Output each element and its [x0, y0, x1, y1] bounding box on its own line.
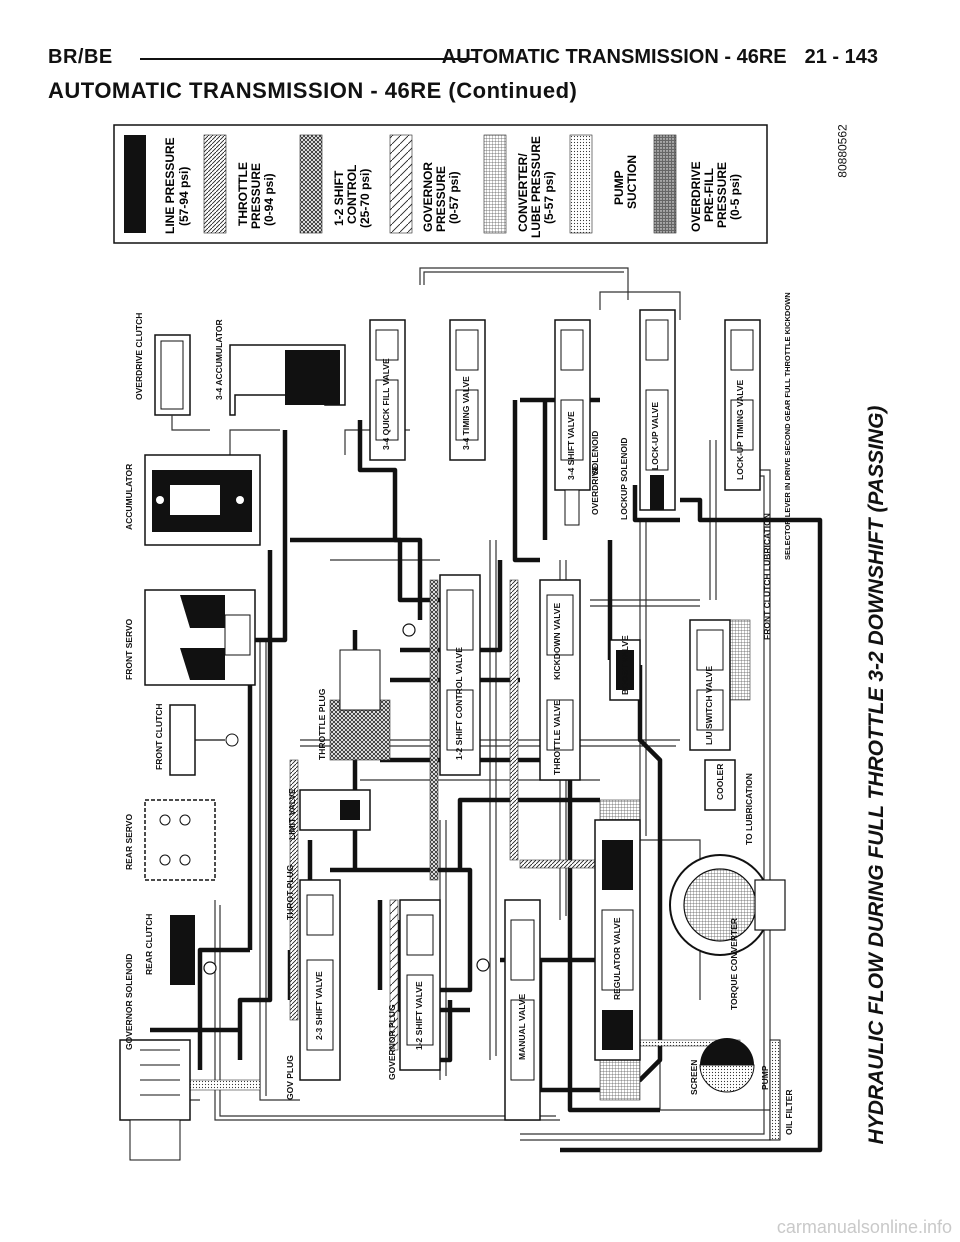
- legend-swatch-dots: [569, 134, 593, 234]
- label-rear-servo: REAR SERVO: [124, 814, 134, 870]
- svg-text:GOVERNOR PRESSURE: GOVERNOR PRESSURE (0-57 psi): [421, 159, 461, 232]
- vehicle-code: BR/BE: [48, 46, 113, 68]
- label-screen: SCREEN: [689, 1060, 699, 1095]
- svg-text:PUMP SUCTION: PUMP SUCTION: [612, 155, 639, 209]
- section-title: AUTOMATIC TRANSMISSION - 46RE: [441, 46, 787, 68]
- overdrive-clutch: [154, 334, 210, 431]
- svg-text:1-2 SHIFT CONTROL: 1-2 SHIFT CONTROL (25-70 psi): [332, 162, 372, 228]
- legend-item-converter: CONVERTER/ LUBE PRESSURE (5-57 psi): [483, 133, 556, 238]
- legend-line1: LINE PRESSURE: [163, 137, 177, 234]
- label-regulator-valve: REGULATOR VALVE: [612, 917, 622, 1000]
- label-switch-valve: L/U SWITCH VALVE: [704, 666, 714, 745]
- front-clutch: [169, 704, 239, 776]
- legend-swatch-solid: [124, 135, 146, 233]
- label-front-clutch: FRONT CLUTCH: [154, 703, 164, 770]
- legend-item-governor: GOVERNOR PRESSURE (0-57 psi): [389, 134, 461, 234]
- shift-valve-12: [399, 899, 441, 1071]
- lu-switch-valve: [689, 619, 731, 751]
- svg-text:LINE PRESSURE (57-94 p: LINE PRESSURE (57-94 psi): [163, 134, 191, 234]
- label-cooler: COOLER: [715, 764, 725, 800]
- shift-control-valve-12: [339, 574, 481, 776]
- label-solenoid: SOLENOID: [590, 431, 600, 475]
- front-servo: [144, 589, 256, 686]
- svg-text:CONVERTER/ LUBE PRESSU: CONVERTER/ LUBE PRESSURE (5-57 psi): [516, 133, 556, 238]
- label-oil-filter: OIL FILTER: [784, 1090, 794, 1136]
- label-lockup-solenoid: LOCKUP SOLENOID: [619, 438, 629, 521]
- lockup-timing-valve: [724, 319, 761, 491]
- figure-caption-wrap: HYDRAULIC FLOW DURING FULL THROTTLE 3-2 …: [855, 355, 899, 1195]
- manual-valve: [504, 899, 541, 1121]
- shift-valve-23: [299, 879, 341, 1081]
- component-labels: OVERDRIVE CLUTCH 3-4 ACCUMULATOR 3-4 QUI…: [124, 292, 794, 1135]
- header-right: AUTOMATIC TRANSMISSION - 46RE 21 - 143: [442, 46, 878, 69]
- label-boost-valve: BOOST VALVE: [620, 635, 630, 695]
- legend-swatch-dense: [653, 134, 677, 234]
- label-governor-solenoid: GOVERNOR SOLENOID: [124, 954, 134, 1050]
- label-quick-fill: 3-4 QUICK FILL VALVE: [381, 358, 391, 450]
- legend: LINE PRESSURE (57-94 psi) THROTTLE PRESS…: [113, 124, 768, 244]
- label-shift-34: 3-4 SHIFT VALVE: [566, 411, 576, 480]
- rear-servo: [144, 799, 216, 881]
- figure-caption: HYDRAULIC FLOW DURING FULL THROTTLE 3-2 …: [865, 405, 888, 1145]
- legend-item-line-pressure: LINE PRESSURE (57-94 psi): [124, 134, 191, 234]
- label-shift-12: 1-2 SHIFT VALVE: [414, 981, 424, 1050]
- circled-markers: [203, 623, 490, 975]
- timing-valve-34: [449, 319, 486, 461]
- label-lockup-valve: LOCK-UP VALVE: [650, 402, 660, 470]
- label-limit-valve: LIMIT VALVE: [287, 788, 297, 840]
- label-throt-plug: THROT PLUG: [285, 864, 295, 920]
- label-kickdown-valve: KICKDOWN VALVE: [552, 603, 562, 680]
- label-manual-valve: MANUAL VALVE: [517, 994, 527, 1060]
- label-control-12: 1-2 SHIFT CONTROL VALVE: [454, 647, 464, 760]
- legend-item-pump-suction: PUMP SUCTION: [569, 134, 639, 234]
- limit-valve: [299, 789, 371, 831]
- legend-item-overdrive-prefill: OVERDRIVE PRE-FILL PRESSURE (0-5 psi): [653, 134, 742, 234]
- pump-oil-filter: [699, 1038, 781, 1141]
- legend-item-throttle: THROTTLE PRESSURE (0-94 psi): [203, 134, 276, 234]
- page-header: BR/BE AUTOMATIC TRANSMISSION - 46RE 21 - …: [48, 40, 878, 76]
- cooler: [704, 759, 736, 811]
- lockup-valve: [639, 309, 676, 511]
- torque-converter: [669, 854, 786, 956]
- svg-text:THROTTLE PRESSURE: THROTTLE PRESSURE (0-94 psi): [236, 159, 276, 229]
- svg-text:OVERDRIVE PRE-FILL: OVERDRIVE PRE-FILL PRESSURE (0-5 psi): [689, 158, 742, 232]
- label-accumulator: ACCUMULATOR: [124, 464, 134, 530]
- label-overdrive-clutch: OVERDRIVE CLUTCH: [134, 313, 144, 400]
- label-accumulator-34: 3-4 ACCUMULATOR: [214, 319, 224, 400]
- watermark: carmanualsonline.info: [776, 1217, 952, 1237]
- quick-fill-valve: [369, 319, 406, 461]
- page-number: 21 - 143: [804, 46, 878, 68]
- label-pump: PUMP: [760, 1065, 770, 1090]
- legend-swatch-hatch: [203, 134, 227, 234]
- governor-assembly: [119, 1039, 191, 1161]
- legend-swatch-diagonal: [389, 134, 413, 234]
- label-shift-23: 2-3 SHIFT VALVE: [314, 971, 324, 1040]
- label-front-clutch-lube: FRONT CLUTCH LUBRICATION: [762, 513, 772, 640]
- regulator-valve: [594, 819, 641, 1061]
- label-front-servo: FRONT SERVO: [124, 618, 134, 680]
- label-to-lube: TO LUBRICATION: [744, 773, 754, 845]
- boost-valve: [609, 639, 641, 701]
- label-throttle-plug: THROTTLE PLUG: [317, 688, 327, 760]
- label-selector: SELECTOR LEVER IN DRIVE SECOND GEAR FULL…: [783, 292, 792, 560]
- throttle-kickdown-valve: [539, 579, 581, 781]
- label-governor-plug: GOVERNOR PLUG: [387, 1004, 397, 1080]
- legend-line2: (57-94 psi): [177, 167, 191, 226]
- label-gov-plug: GOV PLUG: [285, 1055, 295, 1100]
- label-torque-converter: TORQUE CONVERTER: [729, 918, 739, 1010]
- legend-swatch-grid: [483, 134, 507, 234]
- page-subtitle: AUTOMATIC TRANSMISSION - 46RE (Continued…: [48, 78, 578, 103]
- legend-item-shift-control: 1-2 SHIFT CONTROL (25-70 psi): [299, 134, 372, 234]
- accumulator: [144, 454, 261, 546]
- label-throttle-valve: THROTTLE VALVE: [552, 700, 562, 775]
- shift-valve-34: [554, 319, 591, 526]
- header-rule: [140, 58, 476, 60]
- legend-swatch-crosshatch: [299, 134, 323, 234]
- label-rear-clutch: REAR CLUTCH: [144, 914, 154, 975]
- label-lockup-timing: LOCK-UP TIMING VALVE: [735, 380, 745, 480]
- accumulator-34: [229, 344, 346, 416]
- label-overdrive: OVERDRIVE: [590, 465, 600, 515]
- label-timing-34: 3-4 TIMING VALVE: [461, 376, 471, 450]
